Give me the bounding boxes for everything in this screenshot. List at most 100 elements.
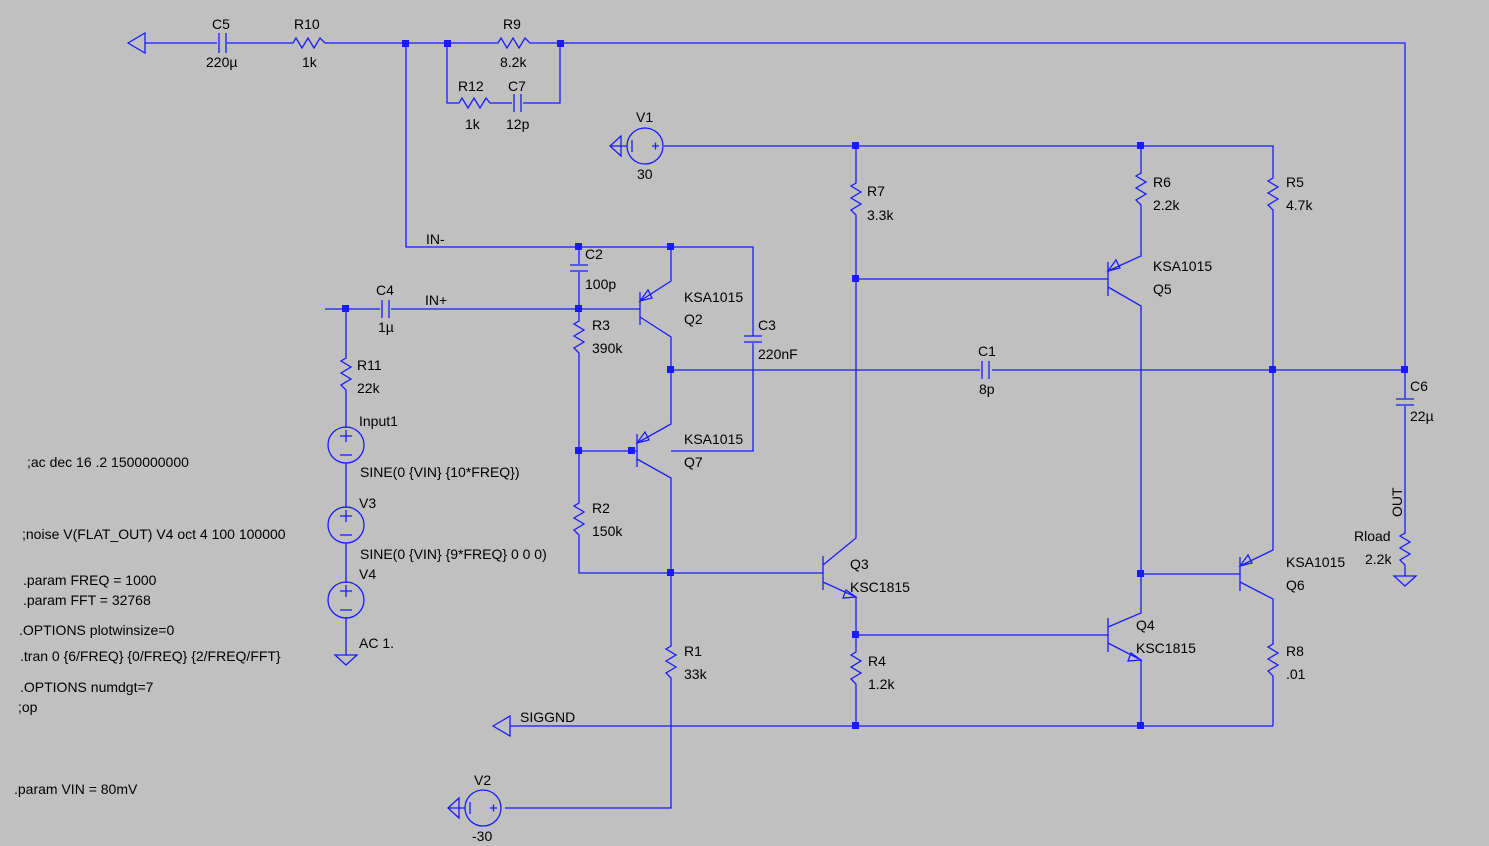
label-R4-value: 1.2k [868,676,895,692]
label-Q3-name: Q3 [850,556,869,572]
ground-icon [333,654,359,666]
resistor-R3[interactable] [572,318,586,356]
label-R1-name: R1 [684,643,702,659]
siggnd-port-arrow[interactable] [491,714,511,738]
resistor-R4[interactable] [849,649,863,687]
directive-options-plotwinsize[interactable]: .OPTIONS plotwinsize=0 [19,622,174,638]
directive-tran[interactable]: .tran 0 {6/FREQ} {0/FREQ} {2/FREQ/FFT} [20,648,281,664]
label-R12-name: R12 [458,78,484,94]
label-V4-value: AC 1. [359,635,394,651]
label-R11-name: R11 [357,357,382,373]
label-R11-value: 22k [357,380,381,396]
capacitor-C6[interactable] [1396,398,1414,406]
resistor-R10[interactable] [290,36,328,50]
transistor-Q6[interactable] [1238,548,1274,602]
label-R5-name: R5 [1286,174,1304,190]
resistor-Rload[interactable] [1398,530,1412,568]
transistors [635,253,1274,663]
resistor-R9[interactable] [495,36,533,50]
voltage-source-Input1[interactable] [327,426,365,464]
label-C5-value: 220µ [206,54,237,70]
net-label-siggnd: SIGGND [520,709,575,725]
transistor-Q4[interactable] [1107,610,1143,663]
label-C3-name: C3 [758,317,776,333]
transistor-Q5[interactable] [1106,253,1142,310]
directive-ac[interactable]: ;ac dec 16 .2 1500000000 [27,454,189,470]
transistor-Q3[interactable] [822,534,858,600]
net-labels: IN- IN+ SIGGND OUT [425,231,1405,725]
directive-options-numdgt[interactable]: .OPTIONS numdgt=7 [20,679,154,695]
transistor-Q2[interactable] [638,277,672,341]
label-R8-name: R8 [1286,643,1304,659]
label-R2-name: R2 [592,500,610,516]
label-Q2-name: Q2 [684,311,703,327]
label-R7-name: R7 [867,183,885,199]
spice-directives: ;ac dec 16 .2 1500000000 ;noise V(FLAT_O… [14,454,286,797]
capacitor-C3[interactable] [744,335,762,343]
ports [126,31,1418,738]
directive-noise[interactable]: ;noise V(FLAT_OUT) V4 oct 4 100 100000 [22,526,286,542]
capacitor-C7[interactable] [513,94,522,112]
label-R10-value: 1k [302,54,318,70]
label-C7-value: 12p [506,116,530,132]
label-V2-name: V2 [474,772,491,788]
label-R10-name: R10 [294,16,320,32]
resistor-R7[interactable] [849,180,863,218]
directive-op[interactable]: ;op [18,699,38,715]
label-Q7-value: KSA1015 [684,431,743,447]
capacitor-C1[interactable] [981,361,990,379]
resistor-R11[interactable] [339,355,353,393]
label-C1-name: C1 [978,343,996,359]
label-R12-value: 1k [465,116,481,132]
ground-icon [1392,575,1418,587]
transistor-Q7[interactable] [635,420,672,482]
resistor-R1[interactable] [664,643,678,681]
label-R8-value: .01 [1286,666,1306,682]
net-label-in-plus: IN+ [425,292,447,308]
label-C5-name: C5 [212,16,230,32]
resistor-R8[interactable] [1266,641,1280,679]
capacitors [218,33,1414,406]
label-R2-value: 150k [592,523,623,539]
label-Rload-name: Rload [1354,528,1391,544]
label-C7-name: C7 [508,78,526,94]
label-R1-value: 33k [684,666,708,682]
label-R3-value: 390k [592,340,623,356]
label-Q6-name: Q6 [1286,577,1305,593]
label-C2-name: C2 [585,246,603,262]
label-V1-name: V1 [636,109,653,125]
directive-param-fft[interactable]: .param FFT = 32768 [23,592,151,608]
resistor-R6[interactable] [1134,170,1148,208]
capacitor-C4[interactable] [381,300,390,318]
component-labels: C5 220µ R10 1k R9 8.2k R12 1k C7 12p V1 … [206,16,1434,844]
label-C4-name: C4 [376,282,394,298]
capacitor-C2[interactable] [570,264,588,272]
label-R6-name: R6 [1153,174,1171,190]
output-port-arrow[interactable] [126,31,146,55]
resistor-R2[interactable] [572,500,586,538]
voltage-source-V4[interactable] [327,581,365,619]
label-Q6-value: KSA1015 [1286,554,1345,570]
label-V2-value: -30 [472,828,492,844]
net-label-out: OUT [1389,487,1405,517]
label-R9-value: 8.2k [500,54,527,70]
resistors [290,36,1412,687]
label-Q4-value: KSC1815 [1136,640,1196,656]
directive-param-freq[interactable]: .param FREQ = 1000 [23,572,157,588]
label-Q3-value: KSC1815 [850,579,910,595]
capacitor-C5[interactable] [218,33,227,53]
voltage-source-V2[interactable] [447,789,502,827]
label-V3-name: V3 [359,495,376,511]
voltage-source-V1[interactable] [609,127,664,165]
directive-param-vin[interactable]: .param VIN = 80mV [14,781,138,797]
label-C6-value: 22µ [1410,408,1434,424]
wires [145,42,1406,809]
resistor-R5[interactable] [1266,175,1280,213]
voltage-source-V3[interactable] [327,506,365,544]
junction-dots [342,40,1408,729]
label-C1-value: 8p [979,381,995,397]
net-label-in-minus: IN- [426,231,445,247]
label-C2-value: 100p [585,276,616,292]
resistor-R12[interactable] [456,96,492,110]
label-R7-value: 3.3k [867,207,894,223]
